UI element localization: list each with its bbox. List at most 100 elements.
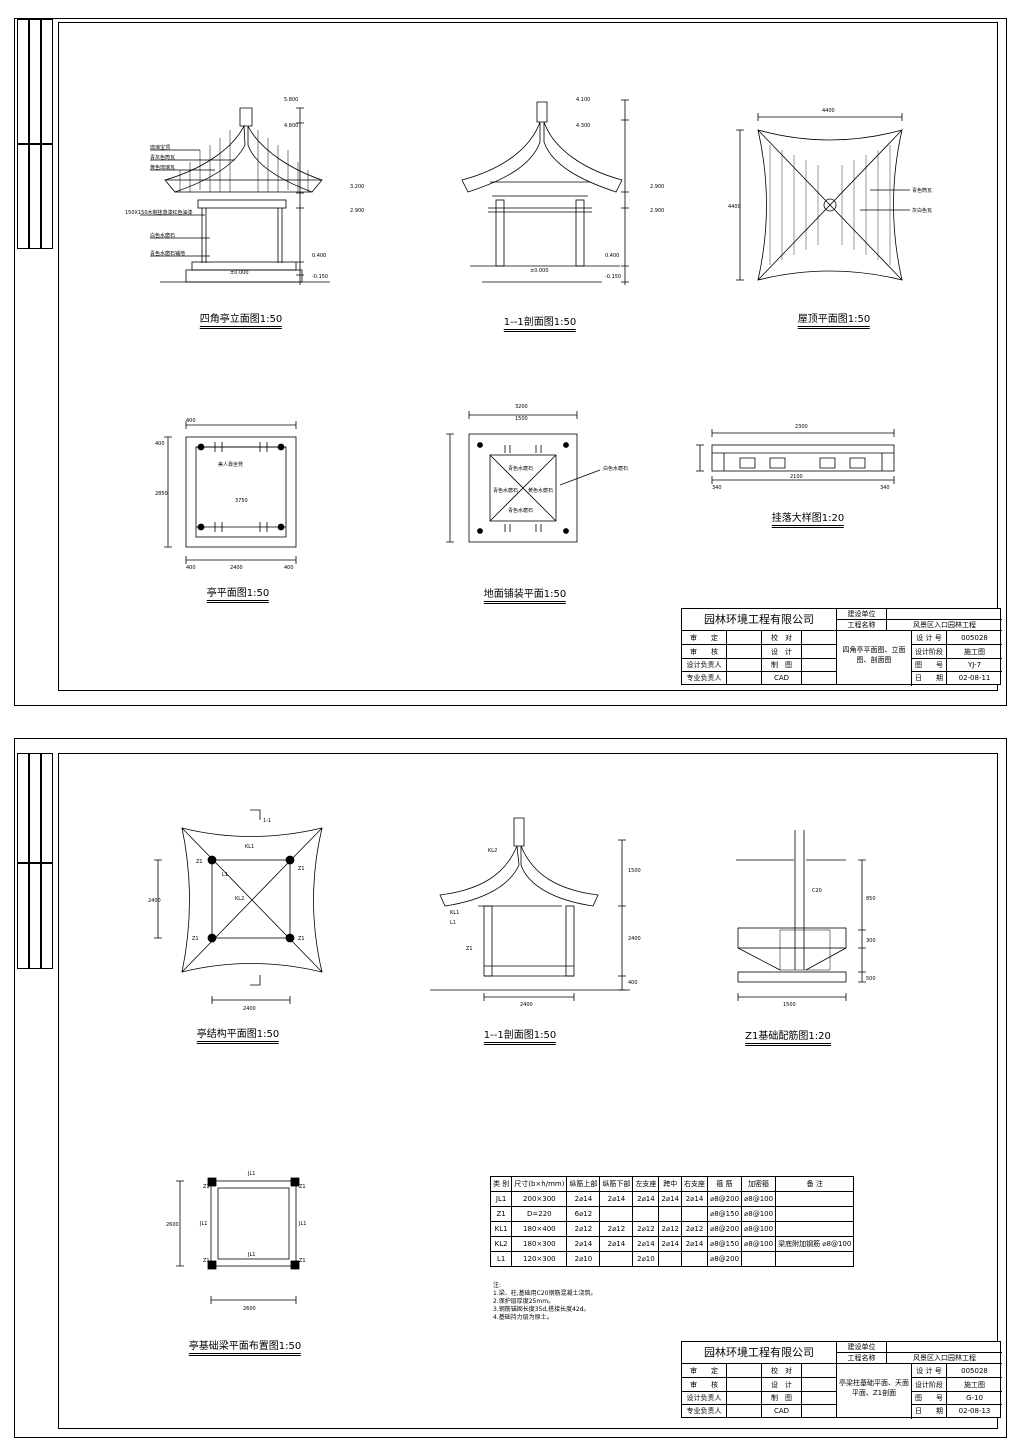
table-row: KL2 180×300 2⌀14 2⌀14 2⌀14 2⌀14 2⌀14 ⌀8@… [489,1236,855,1252]
sect-mark-0: 4.100 [576,97,590,103]
check-2-sign [802,659,837,672]
role-2-sign-2 [727,1392,762,1405]
cell: 2⌀14 [681,1236,709,1252]
elev-label-4: 白色水磨石 [150,232,175,239]
drawing-sheet-1 [14,18,1007,706]
role-0-sign-2 [727,1364,762,1378]
section-label-5: KL1 [450,910,459,916]
roof-label-1: 灰白色瓦 [912,207,932,214]
check-0-sign-2 [802,1364,837,1378]
struct-label-9: 1-1 [263,818,271,824]
section-label-1: 2400 [628,936,641,942]
cell: D=220 [511,1206,568,1222]
role-2-2: 设计负责人 [682,1392,727,1405]
elev-label-3: 150X150木制挂落漆红色油漆 [125,209,193,216]
caption-pavilion-plan: 亭平面图1:50 [206,584,270,603]
sect-mark-1: 4.300 [576,123,590,129]
role-1-sign [727,645,762,659]
elev-mark-2: 3.200 [350,184,364,190]
plan-dim-2: 400 [186,565,196,571]
note-line: 3.钢筋锚固长度35d,搭接长度42d。 [493,1306,590,1313]
cell: ⌀8@100 [741,1236,777,1252]
cell: L1 [489,1251,513,1267]
beam-label-7: Z1 [299,1258,306,1264]
reinforcement-table: 类 别 尺寸(b×h/mm) 纵筋上部 纵筋下部 左支座 跨中 右支座 箍 筋 … [489,1176,855,1267]
table-header-row: 类 别 尺寸(b×h/mm) 纵筋上部 纵筋下部 左支座 跨中 右支座 箍 筋 … [489,1176,855,1192]
hanging-dim-0: 2300 [795,424,808,430]
info-value-0: 005028 [947,631,1002,645]
paving-label-0: 青色水磨石 [508,465,533,472]
sect-mark-4: ±0.000 [530,268,549,274]
elev-mark-6: -0.150 [312,274,328,280]
note-line: 2.保护层厚度25mm。 [493,1298,555,1305]
section-label-3: 2400 [520,1002,533,1008]
check-0-2: 校 对 [762,1364,802,1378]
info-value-0-2: 005028 [947,1364,1002,1378]
cell: 2⌀12 [632,1221,660,1237]
cell [775,1251,855,1267]
project-label: 工程名称 [837,620,887,631]
sect-mark-5: 0.400 [605,253,619,259]
beam-label-4: Z1 [203,1184,210,1190]
role-1-2: 审 核 [682,1378,727,1392]
th-6: 右支座 [681,1176,709,1192]
cell: 2⌀14 [599,1191,634,1207]
left-signature-strip [17,19,55,249]
foundation-detail [736,830,866,1001]
paving-label-4: 白色水磨石 [603,465,628,472]
found-label-1: 1500 [783,1002,796,1008]
note-line: 1.梁、柱,基础用C20钢筋混凝土浇筑。 [493,1290,597,1297]
drawing-frame-2 [58,753,998,1429]
cell: JL1 [489,1191,513,1207]
check-2: 制 图 [762,659,802,672]
role-3: 专业负责人 [682,672,727,685]
check-1-sign-2 [802,1378,837,1392]
roof-dim-0: 4400 [822,108,835,114]
th-0: 类 别 [489,1176,513,1192]
cell [741,1251,777,1267]
cell [658,1206,683,1222]
cell [599,1206,634,1222]
project-name-2: 风景区入口园林工程 [887,1353,1002,1364]
info-value-2-2: G-10 [947,1392,1002,1405]
hanging-detail [696,429,895,484]
beam-label-5: Z1 [299,1184,306,1190]
plan-dim-1: 2400 [230,565,243,571]
cell: KL1 [489,1221,513,1237]
paving-dim-1: 1500 [515,416,528,422]
roof-plan [736,113,910,281]
struct-label-2: L1 [222,872,228,878]
company-name-2: 园林环境工程有限公司 [682,1342,837,1364]
beam-plan [176,1177,300,1304]
check-3: CAD [762,672,802,685]
project-label-2: 工程名称 [837,1353,887,1364]
section-label-6: L1 [450,920,456,926]
cell: 180×300 [511,1236,568,1252]
th-9: 备 注 [775,1176,855,1192]
info-label-2-2: 图 号 [912,1392,947,1405]
table-row: L1 120×300 2⌀10 2⌀10 ⌀8@200 [489,1251,855,1267]
check-3-sign-2 [802,1405,837,1418]
found-label-4: 500 [866,976,876,982]
caption-structure-plan: 亭结构平面图1:50 [196,1025,280,1044]
role-0: 审 定 [682,631,727,645]
struct-label-8: 2400 [148,898,161,904]
th-4: 左支座 [632,1176,660,1192]
table-row: JL1 200×300 2⌀14 2⌀14 2⌀14 2⌀14 2⌀14 ⌀8@… [489,1191,855,1207]
cell [681,1206,709,1222]
role-2-sign [727,659,762,672]
cell: 200×300 [511,1191,568,1207]
hanging-dim-9: 340 [880,485,890,491]
elev-label-2: 黄色琉璃瓦 [150,164,175,171]
beam-label-3: JL1 [298,1221,306,1227]
role-0-sign [727,631,762,645]
struct-label-5: Z1 [192,936,199,942]
check-1-2: 设 计 [762,1378,802,1392]
cell: ⌀8@200 [707,1251,743,1267]
cell: ⌀8@100 [741,1221,777,1237]
info-value-2: YJ-7 [947,659,1002,672]
cell: 6⌀12 [566,1206,601,1222]
section-label-0: 1500 [628,868,641,874]
cell: 2⌀14 [599,1236,634,1252]
cell [632,1206,660,1222]
